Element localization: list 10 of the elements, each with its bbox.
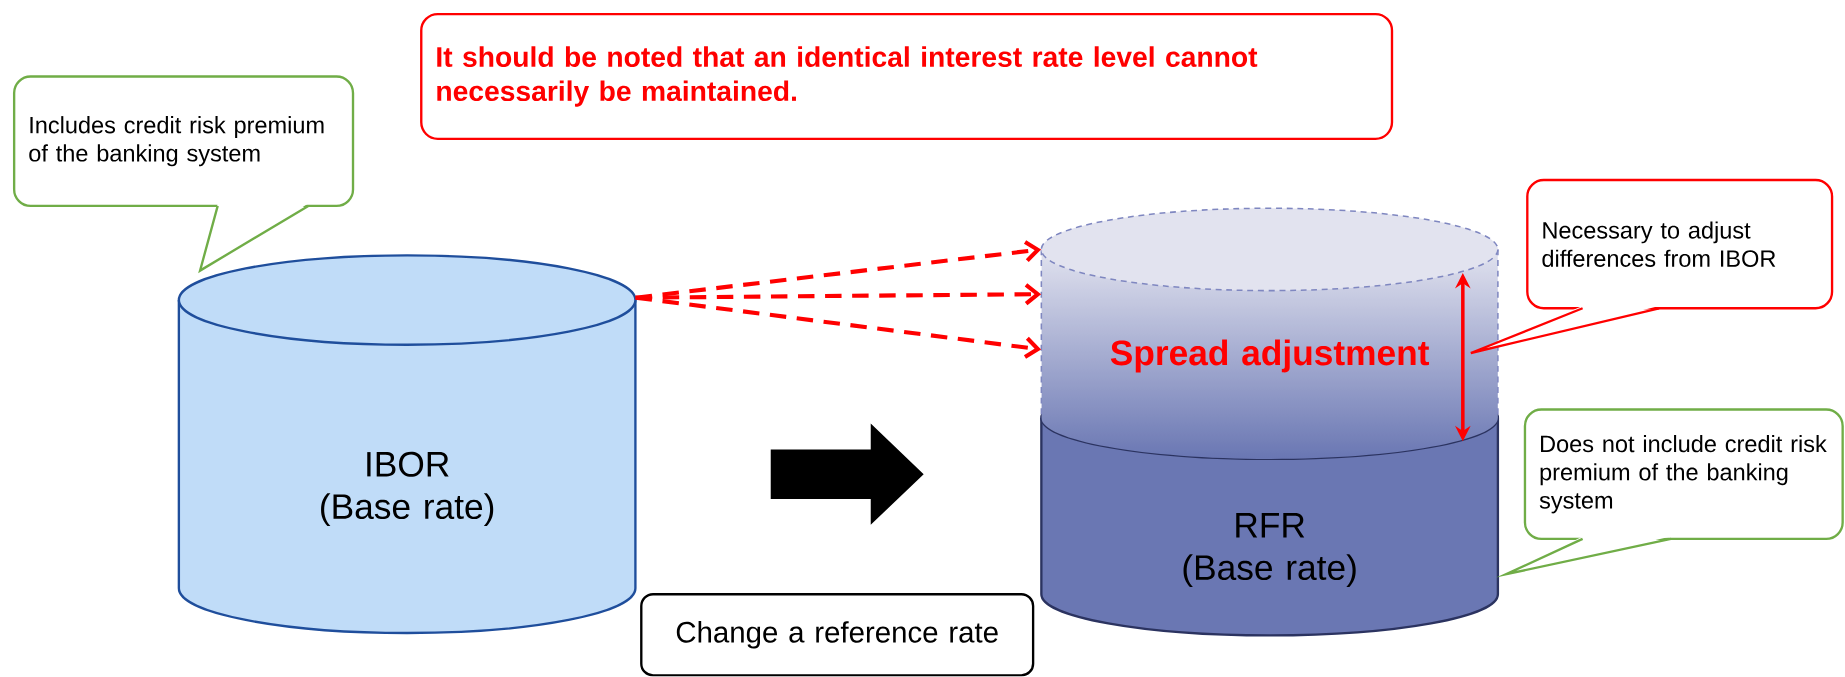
callout-box: Necessary to adjust differences from IBOR	[1469, 179, 1834, 355]
arrow	[635, 240, 1042, 300]
cylinder: Spread adjustment	[1040, 207, 1499, 419]
note-box: It should be noted that an identical interest rate level cannot necessarily be maintained.	[420, 13, 1394, 141]
label-box: Change a reference rate	[640, 593, 1035, 677]
cylinder: IBOR (Base rate)	[177, 254, 637, 635]
callout-box: Includes credit risk premium of the banking system	[12, 75, 355, 274]
arrow	[635, 295, 1042, 359]
node-label: Spread adjustment	[1110, 339, 1430, 373]
callout-box: Does not include credit risk premium of the banking system	[1496, 408, 1844, 578]
